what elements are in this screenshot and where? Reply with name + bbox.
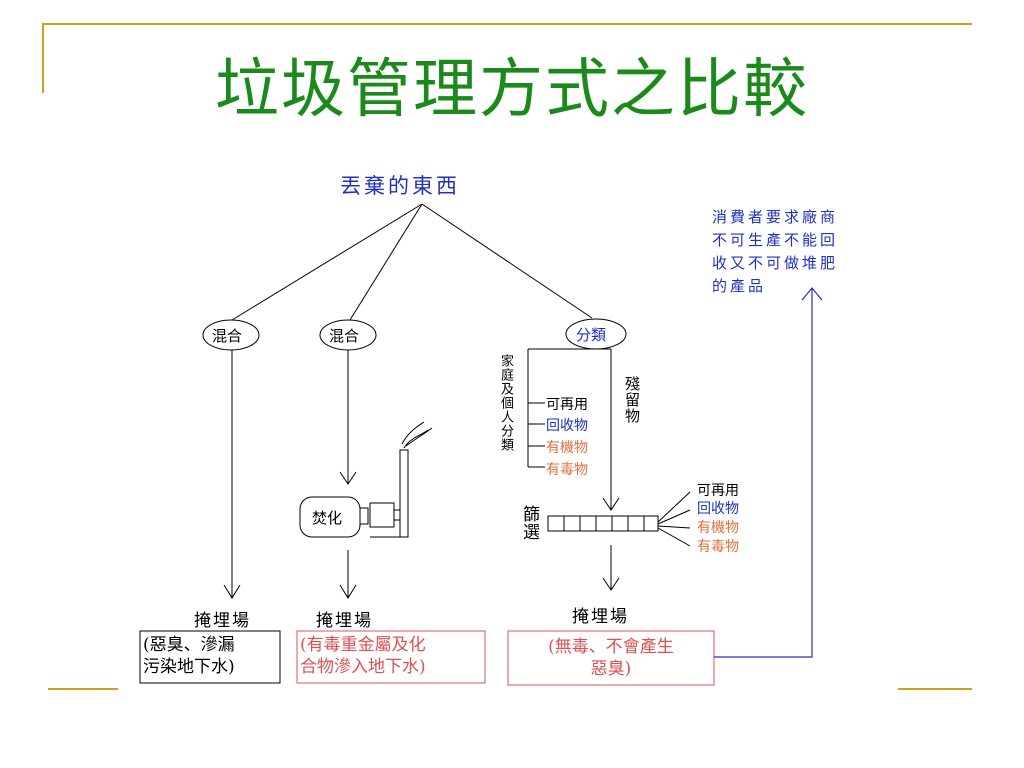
landfill-3: 掩埋場 xyxy=(572,607,629,627)
edge-root-mixed2 xyxy=(349,203,423,321)
consumer-note-line-3: 收又不可做堆肥 xyxy=(712,254,839,272)
edge-root-mixed1 xyxy=(231,203,423,321)
frame-bottom-left-line xyxy=(48,688,118,690)
node-sorted: 分類 xyxy=(576,326,607,344)
frame-left-line xyxy=(42,23,44,93)
landfill-2: 掩埋場 xyxy=(316,611,373,631)
screen-item-reuse: 可再用 xyxy=(697,483,739,499)
household-item-recycle: 回收物 xyxy=(546,418,588,434)
consumer-note-line-4: 的產品 xyxy=(712,277,767,295)
screening-label: 篩選 xyxy=(519,505,539,541)
screen-item-organic: 有機物 xyxy=(697,520,739,536)
ellipse-mixed-1 xyxy=(202,319,260,351)
frame-top-line xyxy=(42,23,972,25)
note-3-line-2: 惡臭) xyxy=(590,659,632,679)
note-3-line-1: (無毒、不會產生 xyxy=(548,637,674,657)
note-2-line-1: (有毒重金屬及化 xyxy=(300,635,426,655)
household-label: 家庭及個人分類 xyxy=(498,354,513,452)
frame-bottom-right-line xyxy=(898,688,972,690)
household-item-toxic: 有毒物 xyxy=(546,462,588,478)
household-item-organic: 有機物 xyxy=(546,440,588,456)
landfill-1: 掩埋場 xyxy=(194,611,251,631)
node-mixed-2: 混合 xyxy=(329,327,360,345)
screen-item-toxic: 有毒物 xyxy=(697,539,739,555)
feedback-arrow xyxy=(714,287,823,658)
note-box-1 xyxy=(139,630,281,684)
note-1: (惡臭、滲漏 污染地下水) xyxy=(143,634,235,678)
edge-root-sorted xyxy=(421,203,593,319)
node-mixed-1: 混合 xyxy=(212,327,243,345)
consumer-note-line-2: 不可生產不能回 xyxy=(712,231,839,249)
note-box-3 xyxy=(507,630,715,686)
chimney xyxy=(399,449,409,538)
root-label: 丟棄的東西 xyxy=(340,174,460,198)
note-2: (有毒重金屬及化 合物滲入地下水) xyxy=(300,634,426,678)
incinerate-label: 焚化 xyxy=(312,509,343,527)
screen-item-recycle: 回收物 xyxy=(697,501,739,517)
residue-label: 殘留物 xyxy=(623,376,641,424)
consumer-note: 消費者要求廠商 不可生產不能回 收又不可做堆肥 的產品 xyxy=(712,206,838,298)
slide-title: 垃圾管理方式之比較 xyxy=(215,53,809,127)
consumer-note-line-1: 消費者要求廠商 xyxy=(712,208,839,226)
note-2-line-2: 合物滲入地下水) xyxy=(300,657,426,677)
household-item-reuse: 可再用 xyxy=(546,397,588,413)
note-1-line-1: (惡臭、滲漏 xyxy=(143,635,235,655)
note-box-2 xyxy=(296,630,486,684)
note-1-line-2: 污染地下水) xyxy=(143,657,235,677)
note-3: (無毒、不會產生 惡臭) xyxy=(512,636,710,680)
